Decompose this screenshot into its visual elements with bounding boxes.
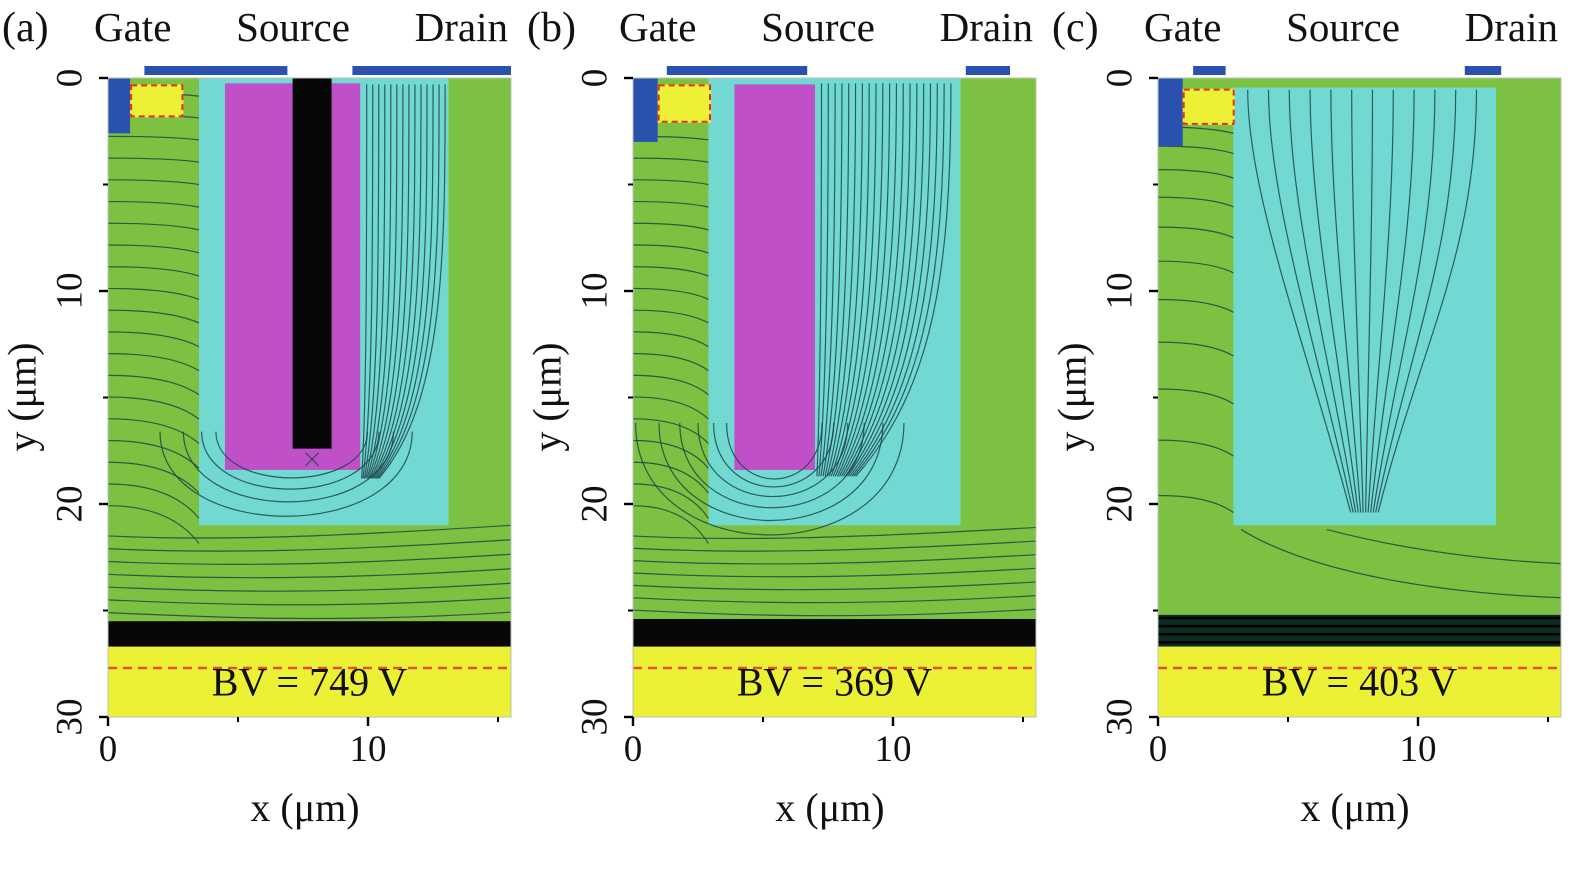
panel-b-header: (b) Gate Source Drain [525,4,1050,64]
x-axis-ticks: 0 10 [621,729,1050,778]
gate-label: Gate [1144,4,1222,50]
y-tick-20: 20 [1099,485,1141,523]
y-tick-10: 10 [1099,272,1141,310]
y-axis-label-text: y (μm) [1049,342,1095,452]
y-tick-20: 20 [574,485,616,523]
y-axis-label: y (μm) [0,64,45,730]
breakdown-voltage-label-b: BV = 369 V [737,660,933,705]
y-axis-label-text: y (μm) [0,342,45,452]
y-axis-ticks: 0 10 20 30 [44,64,96,736]
drain-label: Drain [414,4,508,50]
device-cross-section-a: BV = 749 V [99,66,512,726]
source-label: Source [236,4,350,50]
panel-label-b: (b) [527,5,576,51]
x-tick-10: 10 [1399,729,1437,770]
x-axis-ticks: 0 10 [96,729,525,778]
panel-a: (a) Gate Source Drain y (μm) 0 10 20 30 … [0,4,525,883]
x-tick-0: 0 [1148,729,1168,770]
y-axis-ticks: 0 10 20 30 [569,64,621,736]
panel-c-header: (c) Gate Source Drain [1050,4,1575,64]
electrode-labels-b: Gate Source Drain [617,4,1035,51]
panel-a-header: (a) Gate Source Drain [0,4,525,64]
source-label: Source [761,4,875,50]
device-cross-section-c: BV = 403 V [1149,66,1562,726]
x-tick-0: 0 [98,729,118,770]
y-axis-label-text: y (μm) [524,342,570,452]
breakdown-voltage-label-c: BV = 403 V [1262,660,1458,705]
plot-area-b: BV = 369 V [621,64,1050,730]
plot-area-c: BV = 403 V [1146,64,1575,730]
y-tick-0: 0 [1099,68,1141,88]
gate-label: Gate [94,4,172,50]
electrode-labels-c: Gate Source Drain [1142,4,1560,51]
y-tick-20: 20 [49,485,91,523]
x-axis-label-text: x (μm) [775,785,885,830]
x-axis-label-text: x (μm) [1300,785,1410,830]
y-tick-30: 30 [574,698,616,736]
y-axis-ticks: 0 10 20 30 [1094,64,1146,736]
y-tick-30: 30 [1099,698,1141,736]
x-axis-ticks: 0 10 [1146,729,1575,778]
panel-b: (b) Gate Source Drain y (μm) 0 10 20 30 … [525,4,1050,883]
y-tick-10: 10 [49,272,91,310]
x-axis-label: x (μm) [621,778,1039,883]
y-axis-label: y (μm) [524,64,570,730]
plot-area-a: BV = 749 V [96,64,525,730]
panel-c: (c) Gate Source Drain y (μm) 0 10 20 30 … [1050,4,1575,883]
panel-label-c: (c) [1052,5,1099,51]
y-tick-0: 0 [49,68,91,88]
y-tick-10: 10 [574,272,616,310]
x-axis-label: x (μm) [96,778,514,883]
x-tick-10: 10 [349,729,387,770]
device-cross-section-b: BV = 369 V [624,66,1037,726]
drain-label: Drain [1464,4,1558,50]
x-axis-label: x (μm) [1146,778,1564,883]
y-tick-0: 0 [574,68,616,88]
drain-label: Drain [939,4,1033,50]
y-tick-30: 30 [49,698,91,736]
gate-label: Gate [619,4,697,50]
x-tick-10: 10 [874,729,912,770]
y-axis-label: y (μm) [1049,64,1095,730]
electrode-labels-a: Gate Source Drain [92,4,510,51]
panel-label-a: (a) [2,5,49,51]
breakdown-voltage-label-a: BV = 749 V [212,660,408,705]
x-tick-0: 0 [623,729,643,770]
x-axis-label-text: x (μm) [250,785,360,830]
source-label: Source [1286,4,1400,50]
